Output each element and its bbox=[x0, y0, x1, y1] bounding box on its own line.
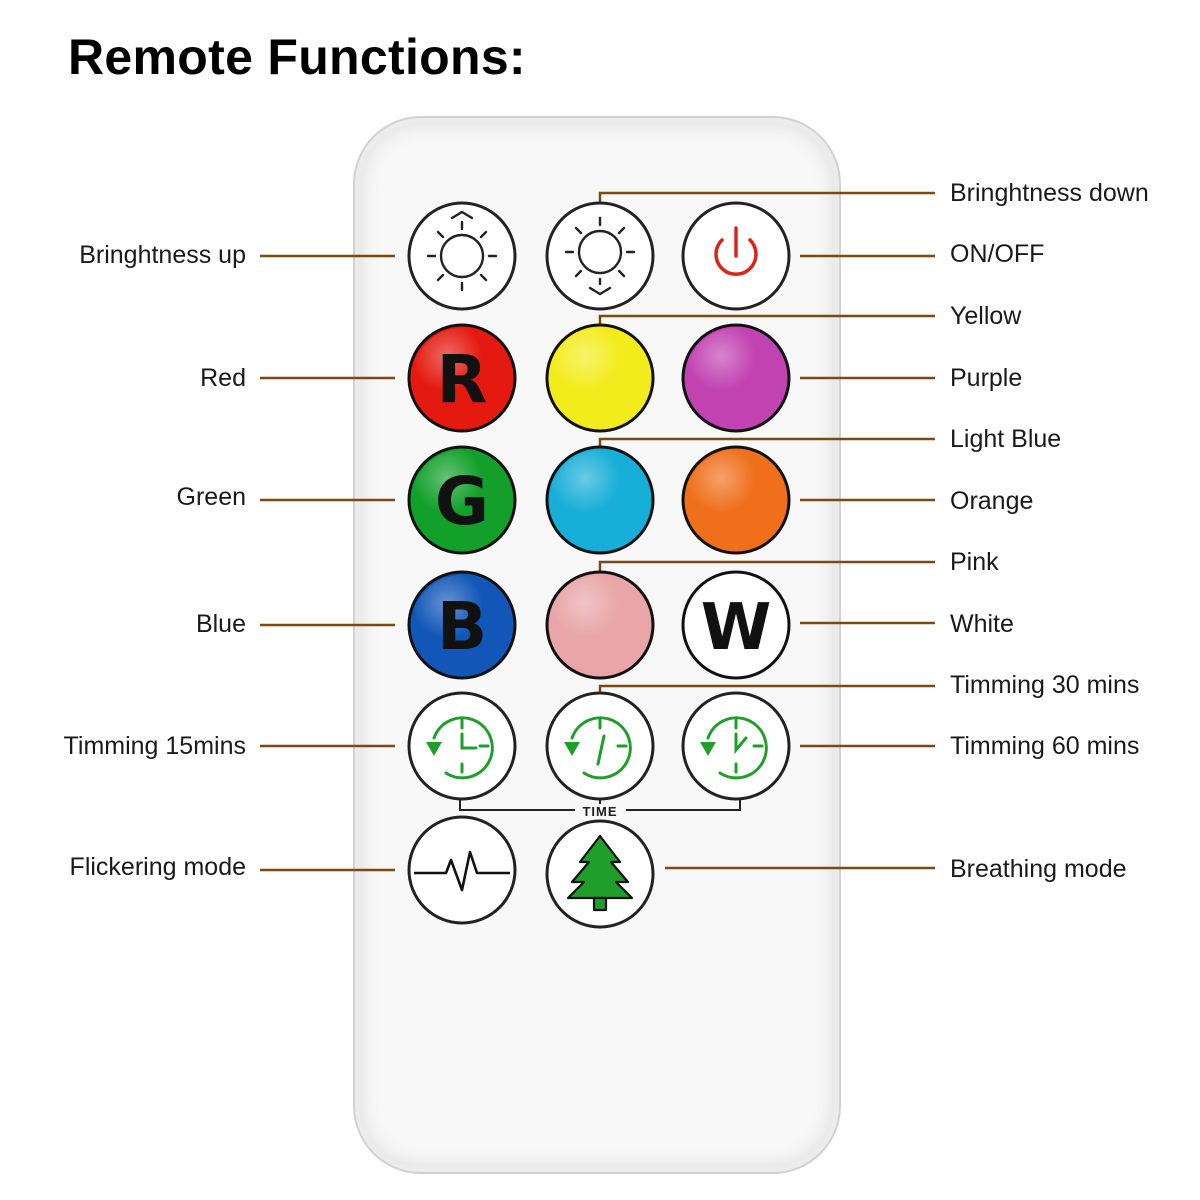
label-blue: Blue bbox=[195, 610, 246, 638]
label-timer-60: Timming 60 mins bbox=[950, 732, 1140, 760]
purple-button[interactable] bbox=[681, 323, 791, 433]
clock-icon bbox=[564, 716, 632, 780]
label-pink: Pink bbox=[950, 548, 999, 576]
red-button[interactable]: R bbox=[407, 323, 517, 433]
red-button-letter: R bbox=[437, 341, 488, 418]
tree-icon bbox=[566, 834, 634, 912]
label-flicker: Flickering mode bbox=[69, 853, 246, 881]
label-red: Red bbox=[200, 364, 246, 392]
brightness-down-button[interactable] bbox=[545, 201, 655, 311]
light-blue-button[interactable] bbox=[545, 445, 655, 555]
label-brightness-up: Bringhtness up bbox=[79, 241, 246, 269]
label-timer-30: Timming 30 mins bbox=[950, 671, 1140, 699]
clock-icon bbox=[426, 716, 494, 780]
page-title: Remote Functions: bbox=[68, 29, 526, 85]
label-on-off: ON/OFF bbox=[950, 240, 1045, 268]
label-orange: Orange bbox=[950, 487, 1034, 515]
label-white: White bbox=[950, 610, 1014, 638]
blue-button[interactable]: B bbox=[407, 570, 517, 680]
timer-60-button[interactable] bbox=[681, 691, 791, 801]
sun-up-icon bbox=[426, 210, 498, 292]
yellow-button[interactable] bbox=[545, 323, 655, 433]
label-breathing: Breathing mode bbox=[950, 855, 1127, 883]
label-timer-15: Timming 15mins bbox=[63, 732, 246, 760]
label-light-blue: Light Blue bbox=[950, 425, 1062, 453]
label-yellow: Yellow bbox=[950, 302, 1022, 330]
label-green: Green bbox=[176, 483, 246, 511]
green-button[interactable]: G bbox=[407, 445, 517, 555]
orange-button[interactable] bbox=[681, 445, 791, 555]
clock-icon bbox=[700, 716, 768, 780]
green-button-letter: G bbox=[435, 463, 489, 540]
timer-15-button[interactable] bbox=[407, 691, 517, 801]
pink-button[interactable] bbox=[545, 570, 655, 680]
time-bracket bbox=[459, 799, 741, 811]
brightness-up-button[interactable] bbox=[407, 201, 517, 311]
label-brightness-down: Bringhtness down bbox=[950, 179, 1149, 207]
power-button[interactable] bbox=[681, 201, 791, 311]
white-button-letter: W bbox=[701, 591, 772, 665]
timer-30-button[interactable] bbox=[545, 691, 655, 801]
blue-button-letter: B bbox=[437, 588, 487, 665]
sun-down-icon bbox=[564, 216, 636, 296]
pulse-wave-icon bbox=[414, 850, 510, 892]
flicker-mode-button[interactable] bbox=[407, 815, 517, 925]
breathing-mode-button[interactable] bbox=[545, 819, 655, 929]
white-button[interactable]: W bbox=[681, 570, 791, 680]
label-purple: Purple bbox=[950, 364, 1023, 392]
time-label: TIME bbox=[582, 804, 617, 819]
power-icon bbox=[714, 226, 758, 277]
